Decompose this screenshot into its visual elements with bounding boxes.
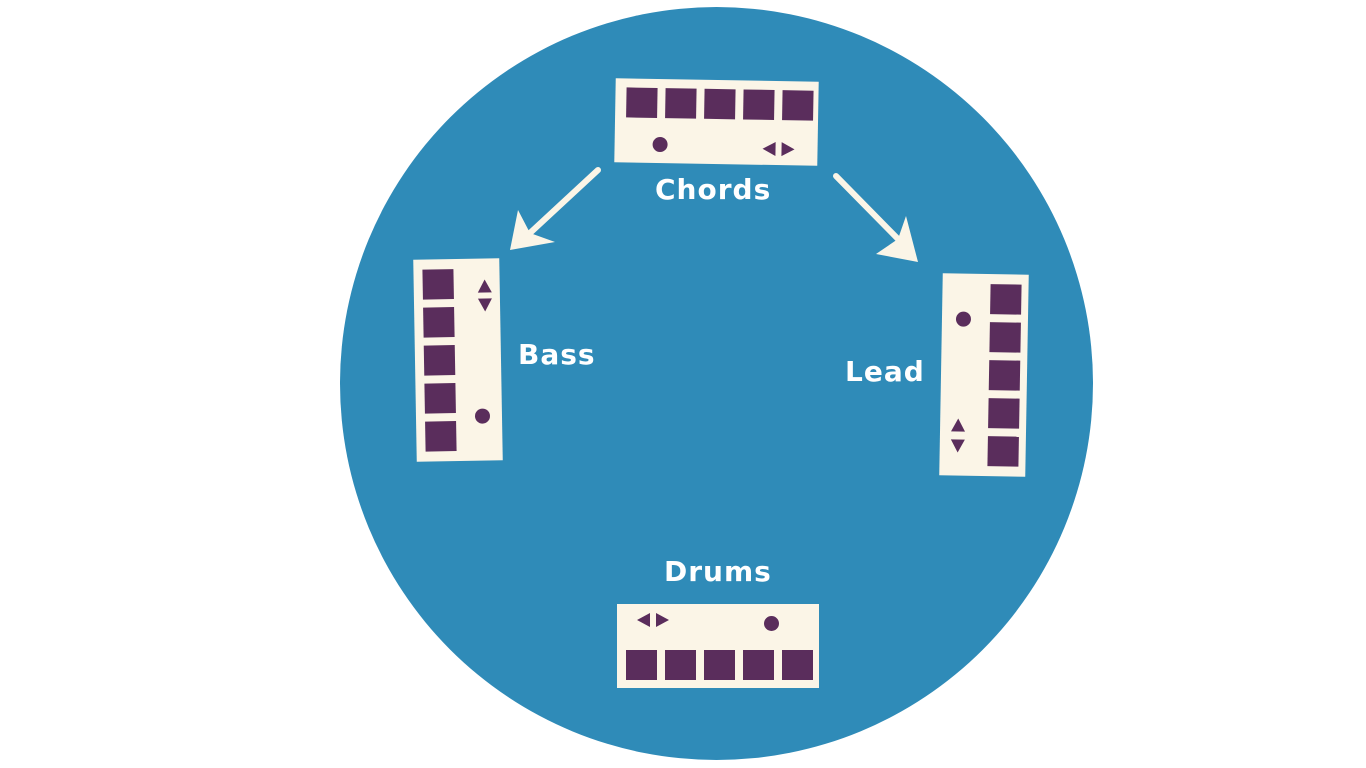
pad[interactable] [987,436,1019,467]
pad[interactable] [425,421,457,452]
bass-up-arrow-icon[interactable] [477,279,492,293]
bass-pad-column [422,269,457,452]
pad[interactable] [990,284,1022,315]
drums-left-arrow-icon[interactable] [637,613,650,627]
pad[interactable] [423,345,456,376]
bass-down-arrow-icon[interactable] [477,298,493,312]
lead-pad-column [987,284,1022,467]
chords-knob[interactable] [652,136,668,153]
lead-up-arrow-icon[interactable] [951,418,966,432]
chords-pad-row [626,87,814,121]
lead-down-arrow-icon[interactable] [950,439,965,453]
pad[interactable] [743,89,775,121]
pad[interactable] [988,398,1020,429]
bass-label: Bass [518,338,596,371]
pad[interactable] [424,383,456,414]
drums-pad-row [626,650,813,680]
pad[interactable] [988,360,1021,391]
pad[interactable] [782,90,814,121]
pad[interactable] [989,322,1021,353]
pad[interactable] [423,307,455,338]
pad[interactable] [422,269,454,300]
drums-controller [617,604,819,688]
pad[interactable] [743,650,774,680]
bass-knob[interactable] [474,408,491,424]
drums-knob[interactable] [764,616,779,631]
lead-controller [939,273,1029,477]
chords-left-arrow-icon[interactable] [762,141,776,157]
pad[interactable] [704,650,735,680]
lead-knob[interactable] [955,311,972,327]
lead-label: Lead [845,355,925,388]
chords-controller [614,78,819,166]
drums-label: Drums [664,555,772,588]
pad[interactable] [782,650,813,680]
chords-label: Chords [655,173,772,206]
pad[interactable] [665,650,696,680]
drums-right-arrow-icon[interactable] [656,613,669,627]
pad[interactable] [626,87,658,118]
pad[interactable] [665,88,697,119]
bass-controller [413,258,503,462]
pad[interactable] [626,650,657,680]
chords-right-arrow-icon[interactable] [781,142,795,157]
pad[interactable] [704,88,736,120]
